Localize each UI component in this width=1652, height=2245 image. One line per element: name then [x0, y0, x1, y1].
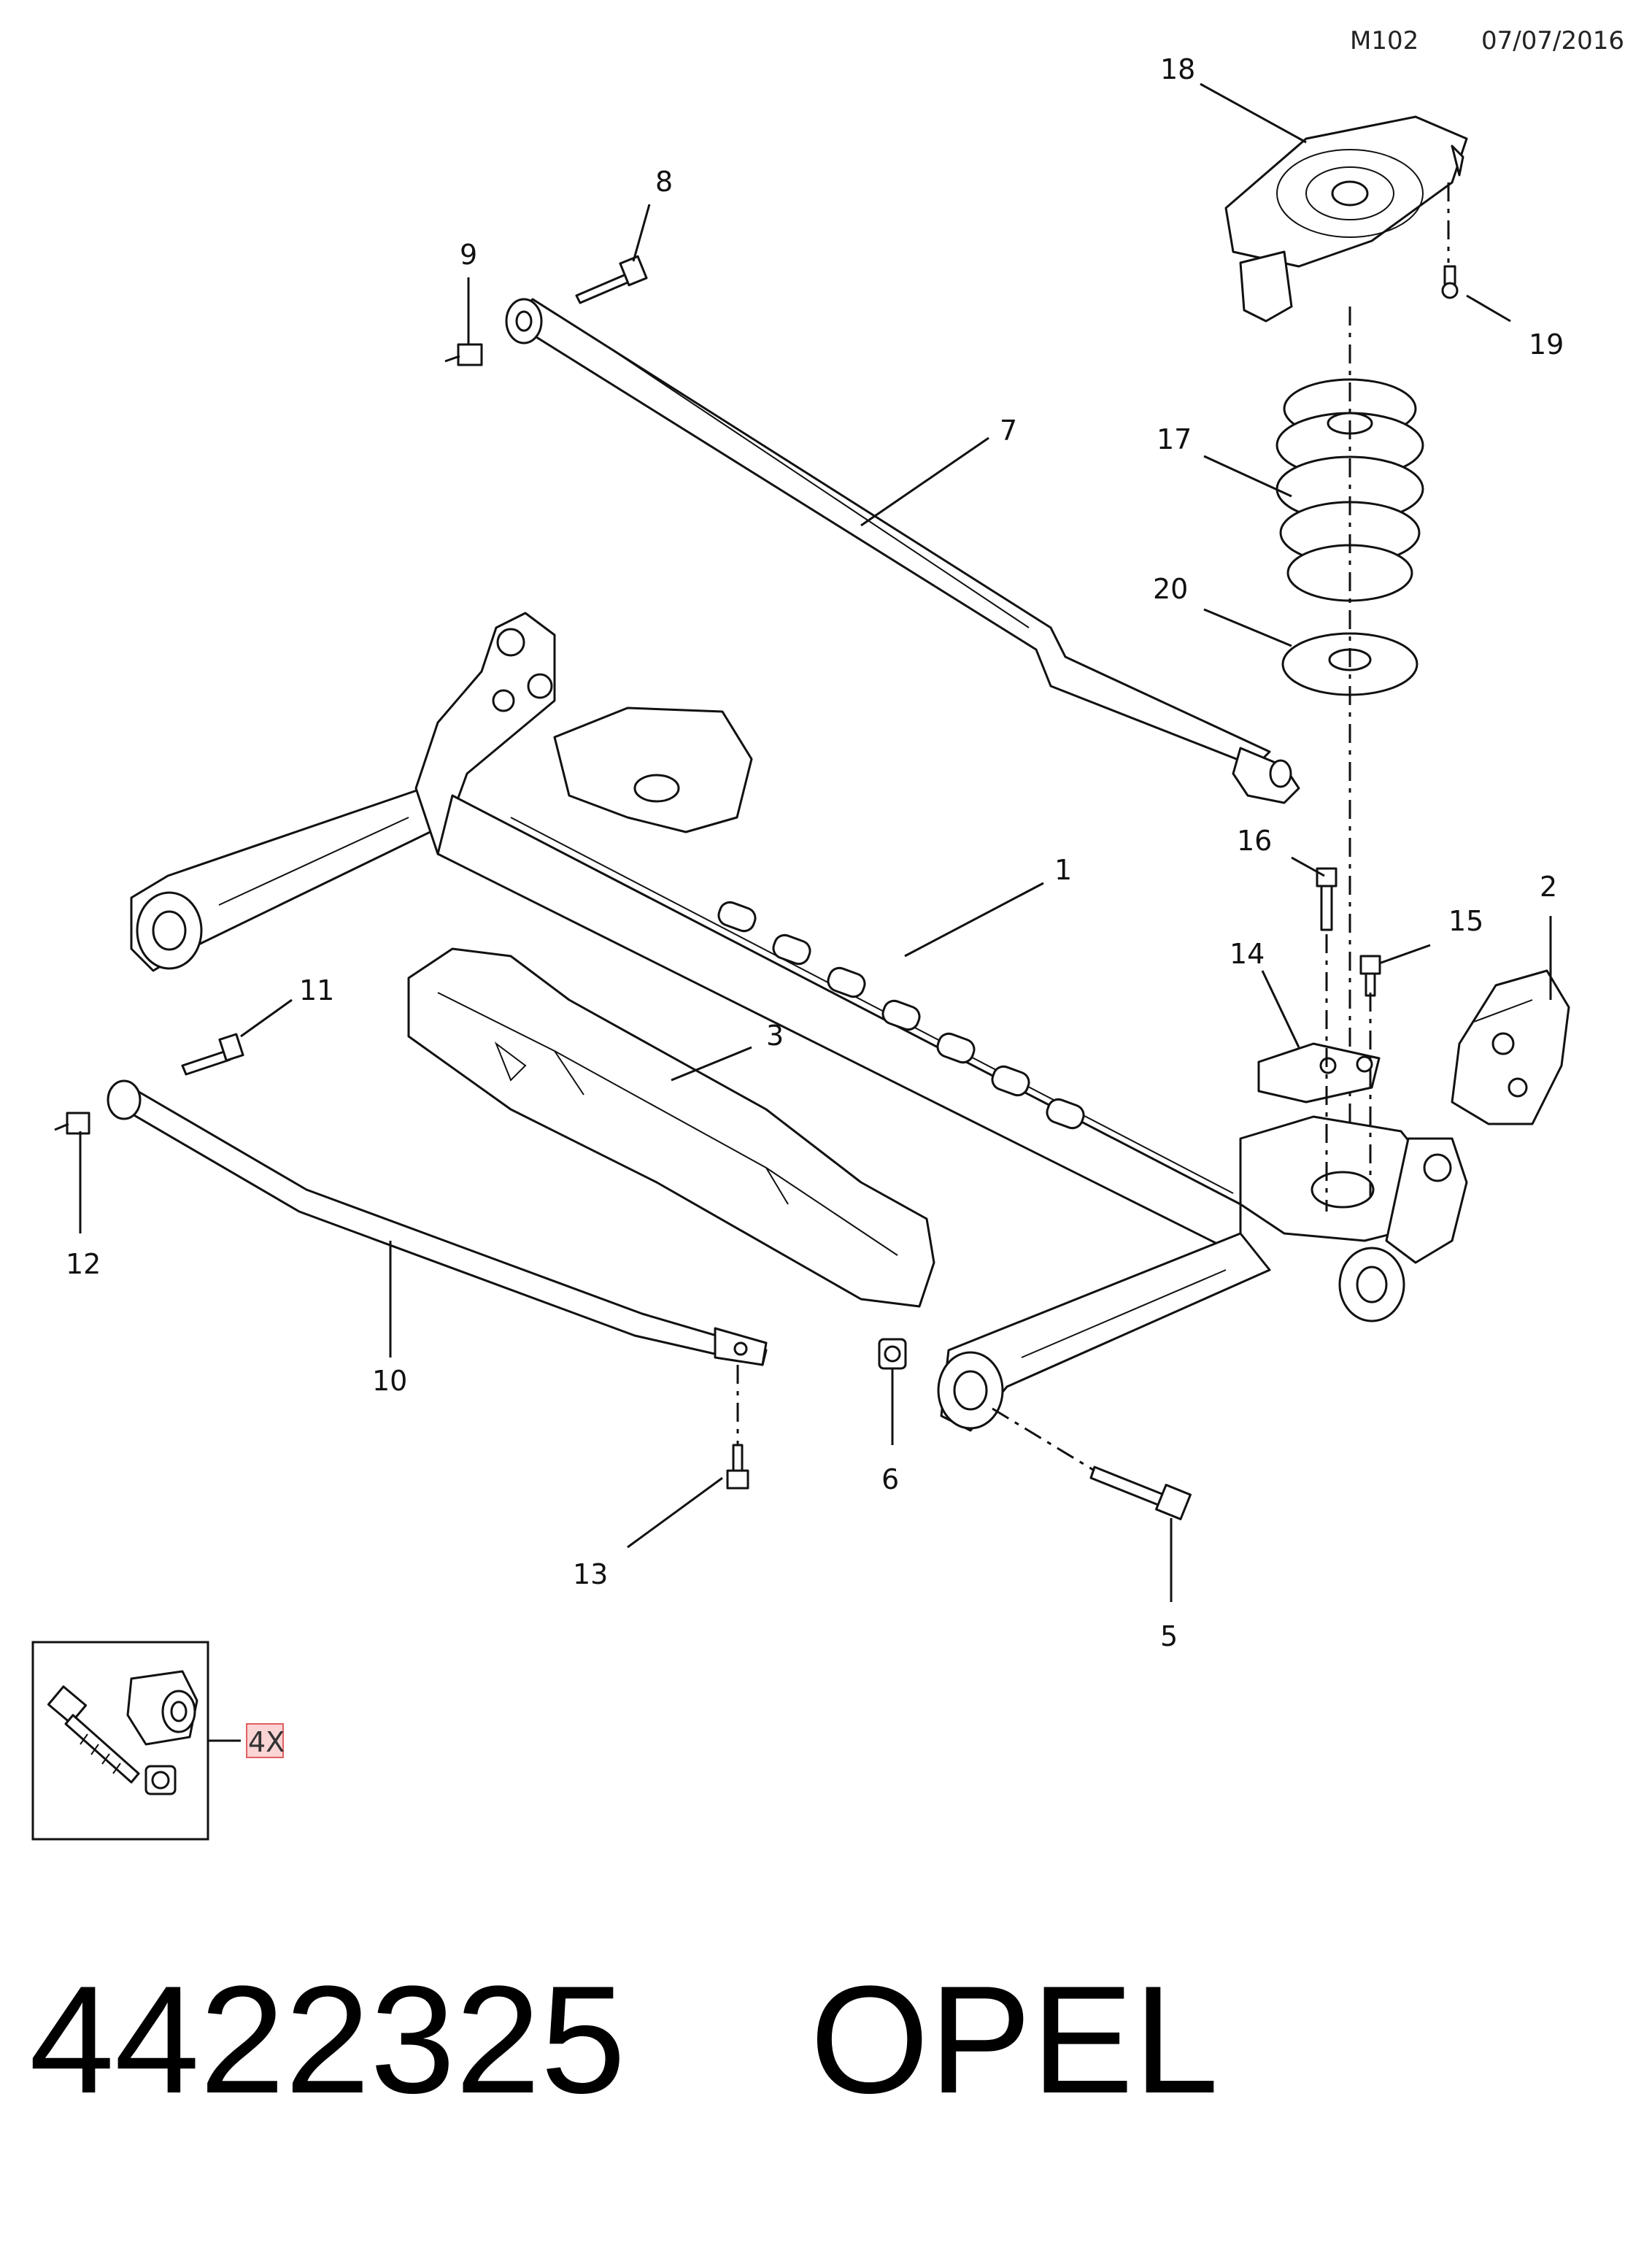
callout-17: 17: [1157, 423, 1192, 455]
heat-shield: [407, 947, 935, 1308]
bushing-kit-inset: [31, 1641, 241, 1841]
callout-9: 9: [460, 239, 477, 271]
bracket-2: [1451, 969, 1570, 1125]
leader-lines: [79, 82, 1552, 1602]
bolt-13: [726, 1444, 749, 1490]
bolt-16: [1316, 867, 1338, 931]
diagram-date: 07/07/2016: [1481, 26, 1624, 55]
nut-9: [444, 343, 483, 366]
callout-19: 19: [1529, 328, 1564, 361]
callout-2: 2: [1540, 871, 1557, 903]
quantity-badge: 4X: [246, 1723, 285, 1758]
callout-6: 6: [881, 1463, 899, 1495]
callout-20: 20: [1153, 573, 1188, 605]
part-number: 4422325: [29, 1954, 626, 2125]
callout-3: 3: [766, 1020, 784, 1052]
bolt-19: [1441, 265, 1459, 299]
callout-10: 10: [372, 1365, 407, 1397]
callout-11: 11: [299, 974, 334, 1006]
strut-top-mount: [1224, 115, 1468, 323]
callout-16: 16: [1237, 825, 1272, 857]
nut-6: [878, 1338, 907, 1370]
bolt-15: [1359, 955, 1381, 997]
callout-15: 15: [1448, 905, 1483, 937]
callout-14: 14: [1230, 938, 1265, 970]
nut-12: [54, 1112, 90, 1135]
callout-12: 12: [66, 1248, 101, 1280]
bolt-11: [181, 1033, 244, 1076]
callout-5: 5: [1160, 1620, 1178, 1652]
quantity-label: 4X: [248, 1726, 285, 1758]
callout-1: 1: [1054, 854, 1072, 886]
callout-8: 8: [655, 166, 673, 198]
callout-18: 18: [1160, 53, 1195, 85]
callout-13: 13: [573, 1558, 608, 1590]
track-rod: [505, 298, 1300, 804]
bracket-14: [1257, 1042, 1381, 1104]
panhard-rod: [107, 1079, 768, 1366]
bolt-8: [575, 255, 648, 304]
brand-name: OPEL: [810, 1954, 1219, 2125]
callout-7: 7: [1000, 415, 1017, 447]
bolt-5: [1089, 1466, 1192, 1520]
diagram-code: M102: [1350, 26, 1419, 55]
axle-beam: [130, 612, 1468, 1432]
